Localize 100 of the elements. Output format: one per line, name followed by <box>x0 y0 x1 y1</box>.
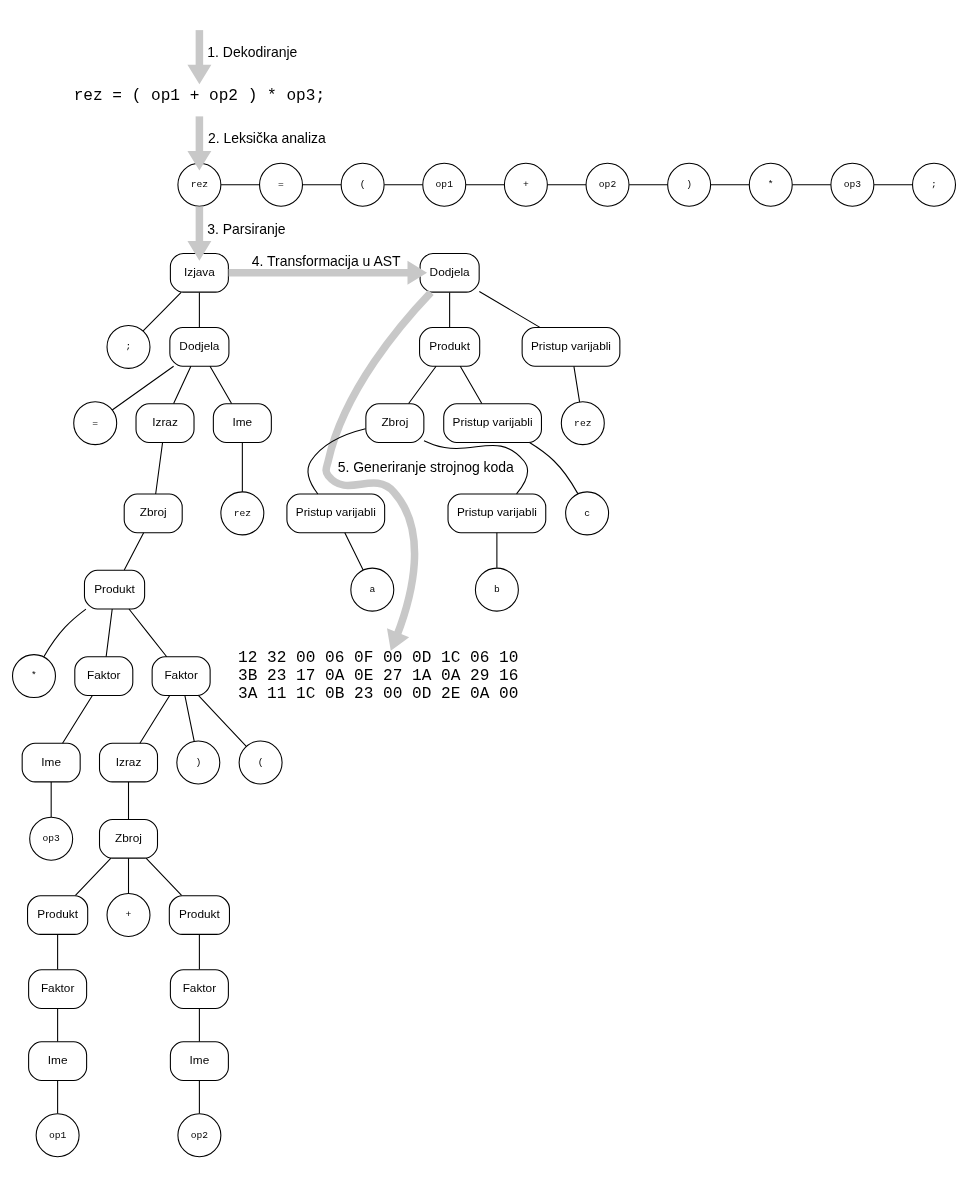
connector <box>423 440 529 495</box>
connector <box>111 365 175 411</box>
connector <box>791 184 832 186</box>
node-circle: rez <box>220 491 265 536</box>
node-circle: + <box>503 162 548 207</box>
node-circle: + <box>106 893 151 938</box>
connector <box>628 184 669 186</box>
connector <box>302 184 342 186</box>
node-box: Faktor <box>74 656 134 696</box>
connector <box>873 184 913 186</box>
node-box: Produkt <box>419 327 481 367</box>
node-text: rez = ( op1 + op2 ) * op3; <box>73 87 326 106</box>
connector <box>478 290 541 328</box>
node-circle: rez <box>560 401 605 446</box>
node-box: Zbroj <box>98 818 159 859</box>
node-box: Pristup varijabli <box>443 403 542 444</box>
edge-label: 1. Dekodiranje <box>207 44 298 61</box>
connector <box>184 694 195 742</box>
node-box: Pristup varijabli <box>521 327 621 367</box>
connector <box>127 857 130 894</box>
node-circle: ( <box>238 740 283 785</box>
node-box: Pristup varijabli <box>447 493 547 534</box>
connector <box>173 365 192 404</box>
connector <box>307 428 367 495</box>
node-box: Dodjela <box>169 327 230 367</box>
node-circle: op1 <box>35 1113 80 1158</box>
arrow <box>322 289 434 651</box>
connector <box>241 442 243 493</box>
connector <box>220 184 260 186</box>
connector <box>127 781 130 820</box>
connector <box>710 184 750 186</box>
connector <box>197 694 247 747</box>
node-circle: b <box>474 567 519 612</box>
connector <box>50 781 52 818</box>
connector <box>198 1008 200 1043</box>
node-box: Ime <box>169 1041 229 1081</box>
connector <box>123 532 145 571</box>
node-box: Izraz <box>98 742 159 783</box>
node-box: Ime <box>21 742 81 783</box>
node-text: 12 32 00 06 0F 00 0D 1C 06 10 3B 23 17 0A 0E 27 1A 0A 29 16 3A 11 1C 0B 23 00 0D 2E 0A 00 <box>238 648 519 704</box>
connector <box>383 184 424 186</box>
edge-label: 3. Parsiranje <box>207 220 286 237</box>
node-box: Produkt <box>168 895 230 935</box>
node-circle: op1 <box>422 162 467 207</box>
connector <box>62 694 93 744</box>
connector <box>198 1080 200 1114</box>
node-circle: op2 <box>177 1113 222 1158</box>
connector <box>344 532 364 571</box>
connector <box>459 365 483 404</box>
edge-label: 4. Transformacija u AST <box>251 252 401 269</box>
node-box: Pristup varijabli <box>286 493 386 534</box>
node-circle: = <box>73 401 118 446</box>
node-circle: ) <box>176 740 221 785</box>
node-box: Ime <box>212 403 272 444</box>
connector <box>209 365 233 404</box>
connector <box>43 608 87 658</box>
node-box: Izraz <box>135 403 195 444</box>
node-circle: = <box>259 162 304 207</box>
node-box: Faktor <box>169 969 229 1010</box>
connector <box>139 694 171 744</box>
node-circle: rez <box>177 162 222 207</box>
connector <box>198 291 200 328</box>
connector <box>142 291 182 332</box>
node-circle: ; <box>106 324 151 369</box>
node-box: Zbroj <box>123 493 183 534</box>
node-circle: op3 <box>29 816 74 861</box>
connector <box>547 184 587 186</box>
connector <box>57 1080 59 1114</box>
node-box: Ime <box>28 1041 88 1081</box>
node-circle: op3 <box>830 162 875 207</box>
node-circle: * <box>748 162 793 207</box>
connector <box>573 365 581 403</box>
node-box: Dodjela <box>419 252 480 293</box>
connector <box>145 857 183 896</box>
connector <box>57 934 59 970</box>
connector <box>408 365 437 404</box>
node-circle: op2 <box>585 162 630 207</box>
node-box: Faktor <box>28 969 88 1010</box>
connector <box>128 608 168 658</box>
connector <box>496 532 498 569</box>
node-circle: ( <box>340 162 385 207</box>
node-circle: ; <box>912 162 957 207</box>
node-box: Izjava <box>169 252 229 293</box>
connector <box>105 608 113 658</box>
edge-label: 5. Generiranje strojnog koda <box>337 458 514 475</box>
node-circle: a <box>350 567 395 612</box>
node-box: Produkt <box>83 569 146 610</box>
connector <box>528 442 579 495</box>
node-box: Faktor <box>151 656 211 696</box>
connector <box>57 1008 59 1043</box>
node-box: Zbroj <box>365 403 425 444</box>
edge-label: 2. Leksička analiza <box>207 130 326 147</box>
connector <box>449 291 451 328</box>
node-box: Produkt <box>27 895 89 935</box>
connector <box>74 857 112 896</box>
connector <box>155 442 164 495</box>
connector <box>465 184 505 186</box>
node-circle: ) <box>667 162 712 207</box>
connector <box>198 934 200 970</box>
node-circle: c <box>565 491 610 536</box>
